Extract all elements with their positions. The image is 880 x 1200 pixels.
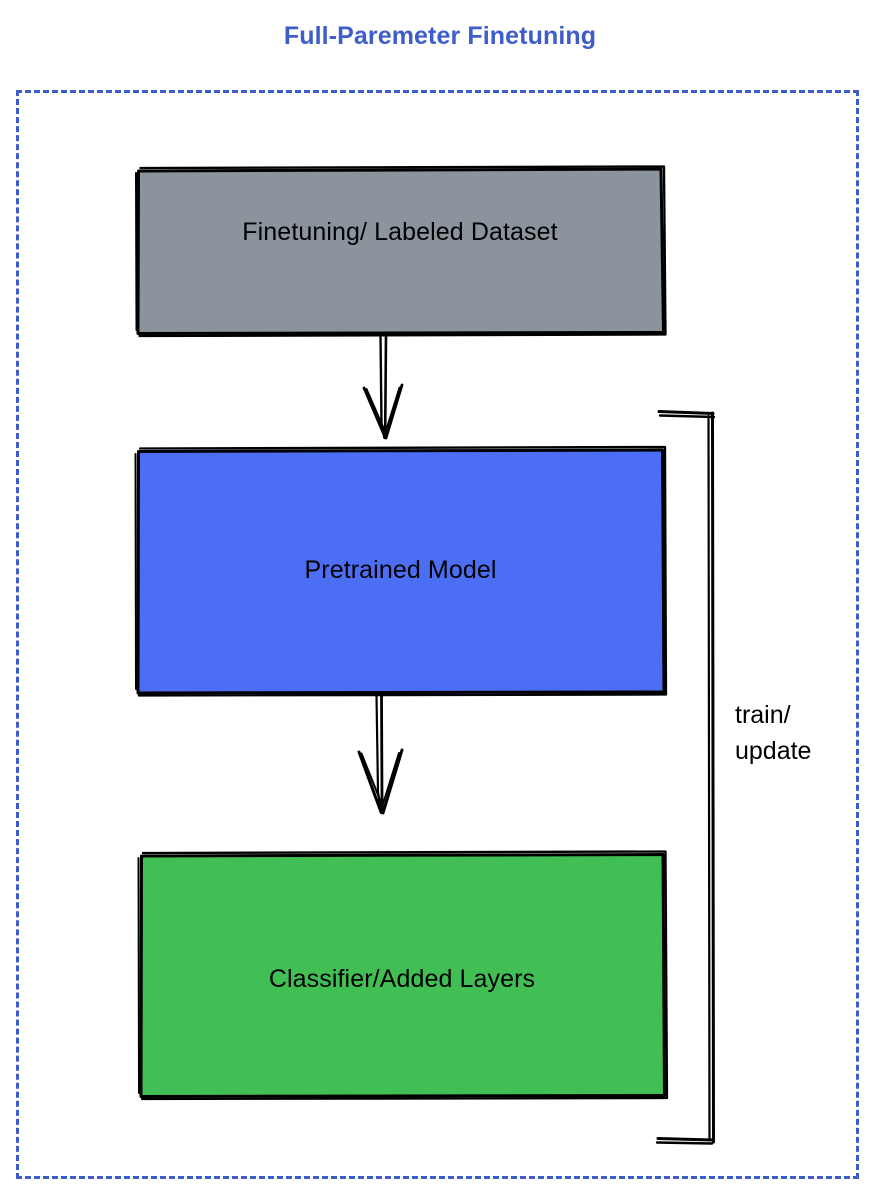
feedback-loop-label: train/ update xyxy=(735,701,812,765)
node-dataset-shape xyxy=(135,165,667,338)
dashed-container-frame xyxy=(16,90,859,1179)
node-classifier[interactable]: Classifier/Added Layers xyxy=(137,850,669,1101)
node-dataset[interactable]: Finetuning/ Labeled Dataset xyxy=(135,165,667,338)
node-pretrained[interactable]: Pretrained Model xyxy=(134,445,668,697)
node-pretrained-label: Pretrained Model xyxy=(304,556,497,584)
page-title: Full-Paremeter Finetuning xyxy=(283,22,597,50)
node-classifier-label: Classifier/Added Layers xyxy=(268,965,536,993)
node-dataset-label: Finetuning/ Labeled Dataset xyxy=(242,218,558,246)
